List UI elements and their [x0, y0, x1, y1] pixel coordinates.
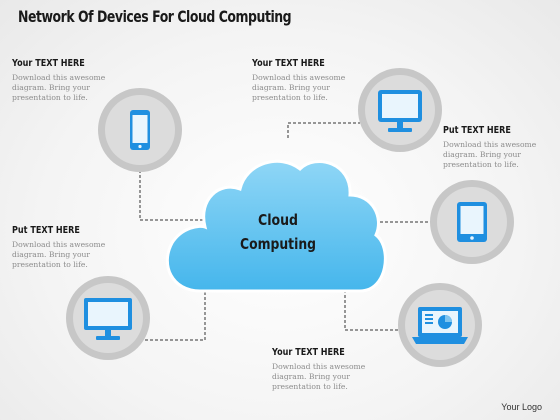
- text-block-body: Download this awesome diagram. Bring you…: [252, 73, 346, 102]
- text-block-bottom-center: Your TEXT HERE Download this awesome dia…: [272, 347, 387, 392]
- monitor-icon: [84, 298, 132, 340]
- connector-laptop: [344, 285, 400, 331]
- text-block-top-center: Your TEXT HERE Download this awesome dia…: [252, 58, 367, 103]
- text-block-heading: Put TEXT HERE: [12, 225, 80, 236]
- page-title: Network Of Devices For Cloud Computing: [18, 7, 292, 26]
- text-block-left-middle: Put TEXT HERE Download this awesome diag…: [12, 225, 127, 270]
- monitor-icon: [378, 90, 422, 132]
- text-block-right-upper: Put TEXT HERE Download this awesome diag…: [443, 125, 558, 170]
- device-monitor-top: [358, 68, 442, 152]
- text-block-heading: Your TEXT HERE: [12, 58, 85, 69]
- text-block-heading: Your TEXT HERE: [272, 347, 345, 358]
- text-block-body: Download this awesome diagram. Bring you…: [272, 362, 366, 391]
- text-block-heading: Put TEXT HERE: [443, 125, 511, 136]
- text-block-top-left: Your TEXT HERE Download this awesome dia…: [12, 58, 127, 103]
- cloud-body: [165, 159, 387, 293]
- device-tablet: [430, 180, 514, 264]
- smartphone-icon: [130, 110, 150, 150]
- tablet-icon: [457, 202, 487, 242]
- text-block-body: Download this awesome diagram. Bring you…: [12, 240, 106, 269]
- device-phone: [98, 88, 182, 172]
- device-monitor-left: [66, 276, 150, 360]
- laptop-icon: [412, 307, 468, 344]
- device-laptop: [398, 283, 482, 367]
- logo-text: Your Logo: [501, 402, 542, 412]
- text-block-heading: Your TEXT HERE: [252, 58, 325, 69]
- connector-monitor-top: [287, 122, 360, 138]
- cloud-label-line2: Computing: [240, 235, 316, 253]
- text-block-body: Download this awesome diagram. Bring you…: [12, 73, 106, 102]
- text-block-body: Download this awesome diagram. Bring you…: [443, 140, 537, 169]
- cloud-label-line1: Cloud: [258, 211, 298, 229]
- connector-monitor-left: [140, 290, 206, 341]
- cloud-shape: Cloud Computing: [165, 159, 387, 293]
- connector-phone: [139, 170, 205, 221]
- connectors: [139, 122, 432, 341]
